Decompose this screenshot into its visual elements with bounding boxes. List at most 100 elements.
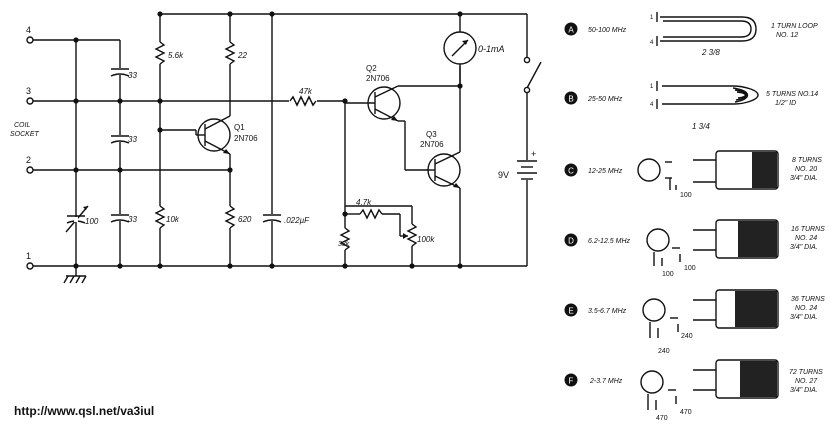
capacitor-33-bot: 33 (110, 214, 137, 224)
svg-text:8 TURNS: 8 TURNS (792, 157, 822, 164)
svg-text:33k: 33k (338, 241, 350, 248)
svg-text:1/2" ID: 1/2" ID (775, 100, 796, 107)
resistor-10k: 10k (154, 205, 180, 229)
q3-ref: Q3 (426, 130, 437, 139)
svg-text:100: 100 (680, 192, 692, 199)
svg-text:NO. 24: NO. 24 (795, 235, 817, 242)
svg-text:470: 470 (680, 409, 692, 416)
svg-text:5.6k: 5.6k (168, 51, 184, 60)
milliammeter: 0-1mA (443, 31, 505, 65)
svg-text:470: 470 (656, 415, 668, 422)
resistor-620: 620 (224, 205, 252, 229)
svg-text:50-100 MHz: 50-100 MHz (588, 27, 627, 34)
svg-text:4: 4 (650, 102, 654, 108)
power-switch (523, 56, 542, 94)
coil-form-e (715, 289, 779, 329)
svg-text:33: 33 (128, 135, 137, 144)
q2-ref: Q2 (366, 64, 377, 73)
svg-text:240: 240 (658, 348, 670, 355)
svg-text:1: 1 (650, 15, 654, 21)
socket-pin-1 (26, 262, 34, 270)
battery-9v: + 9V (498, 149, 537, 180)
svg-text:5 TURNS NO.14: 5 TURNS NO.14 (766, 91, 818, 98)
variable-capacitor: 100 (65, 205, 99, 233)
svg-text:E: E (568, 307, 573, 316)
transistor-q3: Q3 2N706 (420, 130, 461, 189)
svg-text:3/4" DIA.: 3/4" DIA. (790, 244, 818, 251)
capacitor-33-top: 33 (110, 68, 137, 80)
svg-text:C: C (568, 167, 574, 176)
svg-text:2 3/8: 2 3/8 (701, 48, 720, 57)
coil-row-f: F 2-3.7 MHz 470 470 72 TURNS NO. 27 3/4"… (564, 359, 823, 422)
svg-text:22: 22 (237, 51, 247, 60)
coil-form-base-e (642, 298, 666, 322)
var-cap-label: 100 (85, 217, 99, 226)
svg-text:3.5-6.7 MHz: 3.5-6.7 MHz (588, 308, 627, 315)
svg-text:12-25 MHz: 12-25 MHz (588, 168, 623, 175)
svg-text:6.2-12.5 MHz: 6.2-12.5 MHz (588, 238, 631, 245)
resistor-5-6k: 5.6k (154, 41, 184, 65)
pin-1-label: 1 (26, 251, 31, 261)
q1-type: 2N706 (234, 134, 258, 143)
svg-text:D: D (568, 237, 574, 246)
resistor-22: 22 (224, 41, 247, 65)
svg-text:36 TURNS: 36 TURNS (791, 296, 825, 303)
pin-4-label: 4 (26, 25, 31, 35)
coil-form-c (715, 150, 779, 190)
svg-text:1 3/4: 1 3/4 (692, 122, 710, 131)
svg-text:25-50 MHz: 25-50 MHz (587, 96, 623, 103)
coil-form-f (715, 359, 779, 399)
svg-text:2-3.7 MHz: 2-3.7 MHz (589, 378, 623, 385)
potentiometer-100k: 100k (400, 223, 435, 247)
coil-row-b: B 25-50 MHz 1 4 5 TURNS NO.14 1/2" ID 1 … (564, 81, 818, 131)
svg-text:4.7k: 4.7k (356, 198, 372, 207)
resistor-33k: 33k (338, 227, 351, 251)
socket-label-line1: COIL (14, 122, 30, 129)
svg-text:4: 4 (650, 40, 654, 46)
svg-text:47k: 47k (299, 87, 313, 96)
svg-text:33: 33 (128, 71, 137, 80)
svg-text:NO. 12: NO. 12 (776, 32, 798, 39)
capacitor-022uf: .022µF (262, 214, 310, 225)
svg-text:3/4" DIA.: 3/4" DIA. (790, 314, 818, 321)
coil-form-base-f (640, 370, 664, 394)
ground-symbol (63, 266, 87, 284)
resistor-4-7k: 4.7k (356, 198, 383, 220)
svg-text:NO. 24: NO. 24 (795, 305, 817, 312)
svg-text:3/4" DIA.: 3/4" DIA. (790, 387, 818, 394)
svg-text:1: 1 (650, 84, 654, 90)
svg-text:620: 620 (238, 215, 252, 224)
svg-text:F: F (569, 377, 574, 386)
svg-text:0-1mA: 0-1mA (478, 44, 505, 54)
svg-text:3/4" DIA.: 3/4" DIA. (790, 175, 818, 182)
svg-text:A: A (568, 26, 574, 35)
svg-text:33: 33 (128, 215, 137, 224)
capacitor-33-mid: 33 (110, 135, 137, 144)
svg-text:9V: 9V (498, 170, 509, 180)
svg-text:240: 240 (681, 333, 693, 340)
coil-row-a: A 50-100 MHz 1 4 1 TURN LOOP NO. 12 2 3/… (564, 12, 818, 57)
svg-text:100: 100 (684, 265, 696, 272)
svg-text:NO. 27: NO. 27 (795, 378, 818, 385)
socket-pin-2 (26, 166, 34, 174)
svg-text:B: B (568, 95, 573, 104)
socket-pin-4 (26, 36, 34, 44)
pin-3-label: 3 (26, 86, 31, 96)
q1-ref: Q1 (234, 123, 245, 132)
transistor-q1: Q1 2N706 (196, 115, 258, 155)
source-url: http://www.qsl.net/va3iul (14, 404, 155, 418)
coil-row-e: E 3.5-6.7 MHz 240 240 36 TURNS NO. 24 3/… (564, 289, 825, 355)
svg-text:1 TURN LOOP: 1 TURN LOOP (771, 23, 818, 30)
transistor-q2: Q2 2N706 (345, 64, 401, 122)
svg-text:NO. 20: NO. 20 (795, 166, 817, 173)
coil-form-d (715, 219, 779, 259)
q2-type: 2N706 (366, 74, 390, 83)
socket-label-line2: SOCKET (10, 131, 40, 138)
svg-text:100k: 100k (417, 235, 435, 244)
svg-text:10k: 10k (166, 215, 180, 224)
coil-row-d: D 6.2-12.5 MHz 100 100 16 TURNS NO. 24 3… (564, 219, 825, 278)
coil-form-base-d (646, 228, 670, 252)
coil-socket: 4 3 2 1 COIL SOCKET (10, 25, 40, 270)
svg-text:.022µF: .022µF (284, 216, 310, 225)
